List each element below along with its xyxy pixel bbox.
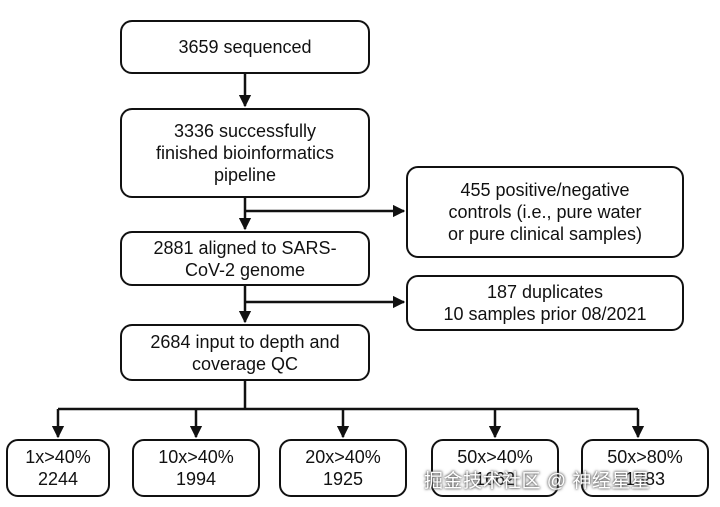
controls-line-1: 455 positive/negative [460, 180, 630, 200]
duplicates-box: 187 duplicates 10 samples prior 08/2021 [406, 275, 684, 331]
sequenced-box: 3659 sequenced [120, 20, 370, 74]
outcome-box-5: 50x>80% 1383 [581, 439, 709, 497]
outcome-5-threshold: 50x>80% [607, 447, 683, 467]
outcome-box-4: 50x>40% 1662 [431, 439, 559, 497]
outcome-3-threshold: 20x>40% [305, 447, 381, 467]
pipeline-line-1: 3336 successfully [173, 121, 317, 141]
aligned-box: 2881 aligned to SARS- CoV-2 genome [120, 231, 370, 286]
depth-qc-line-1: 2684 input to depth and [150, 331, 340, 352]
duplicates-line-2: 10 samples prior 08/2021 [443, 304, 647, 324]
controls-line-3: or pure clinical samples) [447, 224, 643, 244]
depth-qc-line-2: coverage QC [191, 353, 299, 374]
pipeline-line-2: finished bioinformatics [155, 143, 335, 163]
aligned-line-1: 2881 aligned to SARS- [153, 237, 337, 258]
outcome-box-2: 10x>40% 1994 [132, 439, 260, 497]
pipeline-line-3: pipeline [213, 165, 277, 185]
controls-box: 455 positive/negative controls (i.e., pu… [406, 166, 684, 258]
outcome-2-threshold: 10x>40% [158, 447, 234, 467]
controls-line-2: controls (i.e., pure water [448, 202, 642, 222]
duplicates-line-1: 187 duplicates [486, 282, 604, 302]
outcome-5-count: 1383 [624, 469, 666, 489]
outcome-box-3: 20x>40% 1925 [279, 439, 407, 497]
outcome-4-count: 1662 [474, 469, 516, 489]
sequenced-line-1: 3659 sequenced [178, 37, 312, 57]
pipeline-box: 3336 successfully finished bioinformatic… [120, 108, 370, 198]
outcome-box-1: 1x>40% 2244 [6, 439, 110, 497]
depth-qc-box: 2684 input to depth and coverage QC [120, 324, 370, 381]
outcome-1-count: 2244 [37, 469, 79, 489]
watermark: 掘金技术社区 @ 神经星星 [424, 471, 651, 492]
outcome-1-threshold: 1x>40% [25, 447, 91, 467]
outcome-4-threshold: 50x>40% [457, 447, 533, 467]
outcome-2-count: 1994 [175, 469, 217, 489]
aligned-line-2: CoV-2 genome [184, 259, 306, 280]
outcome-3-count: 1925 [322, 469, 364, 489]
